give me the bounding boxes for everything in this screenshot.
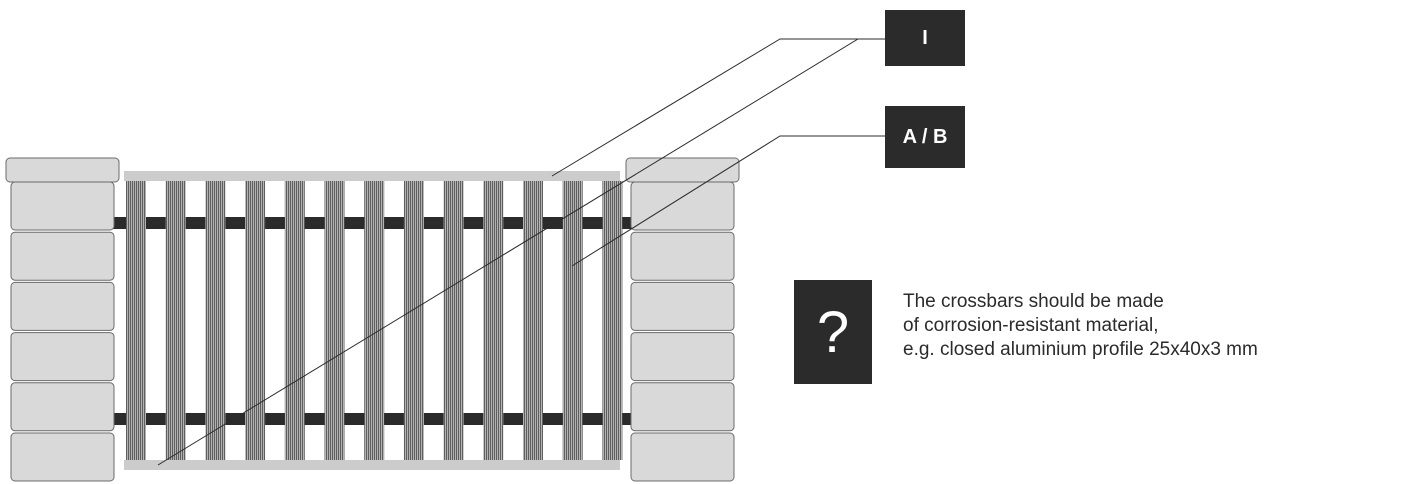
picket	[443, 181, 464, 460]
left-pillar	[5, 157, 120, 482]
picket	[324, 181, 345, 460]
note-line-1: The crossbars should be made	[903, 291, 1164, 312]
pickets	[126, 181, 623, 460]
picket	[245, 181, 266, 460]
pillar-brick	[630, 382, 735, 432]
pillar-brick	[630, 181, 735, 231]
leader-lines	[157, 38, 885, 466]
picket	[523, 181, 543, 460]
label-i: I	[885, 10, 965, 66]
right-pillar	[625, 157, 740, 482]
pillar-brick	[630, 432, 735, 482]
picket	[284, 181, 305, 460]
pillar-brick	[630, 332, 735, 382]
note-line-3: e.g. closed aluminium profile 25x40x3 mm	[903, 339, 1258, 360]
picket	[602, 181, 623, 460]
picket	[364, 181, 385, 460]
picket	[205, 181, 226, 460]
pillar-brick	[10, 231, 115, 281]
pillar-brick	[10, 332, 115, 382]
label-a-b: A / B	[885, 106, 965, 168]
pillar-brick	[10, 281, 115, 331]
left-pillar-cap	[5, 157, 120, 183]
pillar-brick	[10, 181, 115, 231]
bottom-rail	[124, 460, 620, 470]
pillar-brick	[630, 281, 735, 331]
leader-line-i-bottom-rail	[157, 38, 885, 466]
picket	[126, 181, 146, 460]
pillar-brick	[10, 382, 115, 432]
question-icon: ?	[794, 280, 872, 384]
picket	[483, 181, 504, 460]
left-pillar-bricks	[10, 181, 115, 482]
crossbar-note: The crossbars should be made of corrosio…	[903, 290, 1403, 362]
pillar-brick	[10, 432, 115, 482]
picket	[403, 181, 424, 460]
note-line-2: of corrosion-resistant material,	[903, 315, 1159, 336]
leader-line-i-top-rail	[551, 38, 885, 177]
pillar-brick	[630, 231, 735, 281]
top-rail	[124, 171, 620, 181]
leader-line-ab-picket	[571, 135, 885, 267]
picket	[165, 181, 186, 460]
picket	[562, 181, 583, 460]
right-pillar-bricks	[630, 181, 735, 482]
